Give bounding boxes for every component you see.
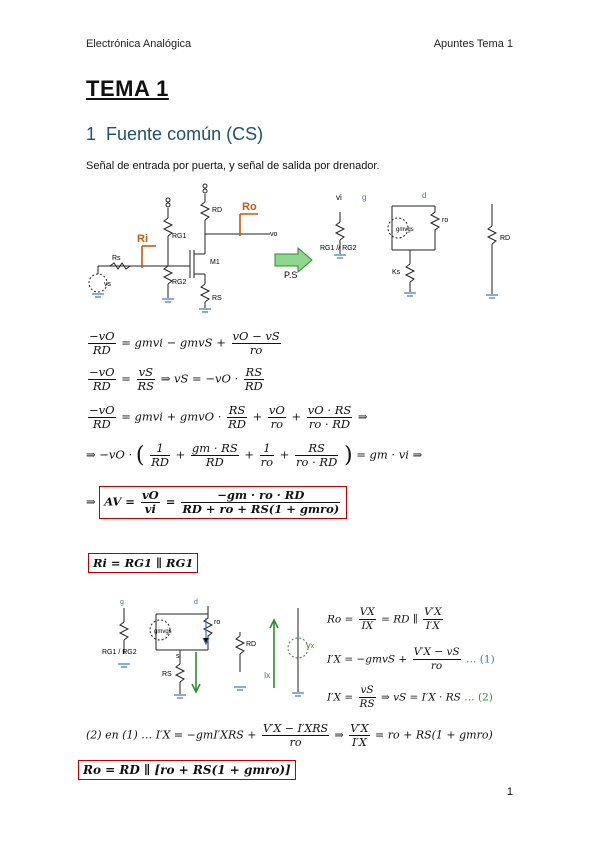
label-ks: Ks: [392, 269, 401, 276]
label-gmvgs3: gmvgs: [154, 629, 172, 635]
label-g3: g: [120, 599, 124, 606]
label-ro: Ro: [242, 201, 257, 213]
label-g: g: [362, 193, 366, 202]
ri-result-box: Ri = RG1 ∥ RG1: [88, 553, 199, 573]
label-ix: Ix: [264, 671, 270, 680]
intro-text: Señal de entrada por puerta, y señal de …: [86, 160, 380, 172]
tag-1: … (1): [465, 653, 495, 666]
label-rsig: Rs: [112, 255, 121, 262]
circuit-diagram-ro: g d RG1 / RG2 gmvgs ro s RS RD Ix Vx: [102, 599, 315, 699]
arrow-right-icon: [274, 246, 313, 274]
section-number: 1: [86, 124, 97, 144]
label-d: d: [422, 191, 426, 200]
label-vs: vs: [104, 281, 112, 288]
label-m1: M1: [210, 259, 220, 266]
label-gmvgs: gmvgs: [396, 227, 414, 233]
ro-combined-equation: (2) en (1) … I′X = −gmI′XRS + V′X − I′XR…: [86, 722, 493, 749]
label-ri: Ri: [137, 233, 148, 245]
label-rg3: RG1 / RG2: [102, 649, 137, 656]
header-left: Electrónica Analógica: [86, 38, 192, 50]
label-rs: RS: [212, 295, 222, 302]
page-title: TEMA 1: [86, 76, 169, 101]
section-heading: 1 Fuente común (CS): [86, 124, 263, 145]
label-s3: s: [176, 653, 180, 660]
label-vo: vo: [270, 231, 278, 238]
section-title: Fuente común (CS): [106, 124, 264, 144]
label-rg-parallel: RG1 // RG2: [320, 245, 357, 252]
label-rg2: RG2: [172, 279, 187, 286]
page-number: 1: [506, 786, 513, 798]
label-ps: P.S: [284, 270, 297, 280]
label-ro3: ro: [214, 619, 220, 626]
label-rg1: RG1: [172, 233, 187, 240]
circuit-diagram-cs: Ri Ro RG1 RG2 RS RD Rs vs M1 vo P.S vi g…: [88, 183, 510, 313]
label-vi: vi: [336, 193, 342, 202]
header-right: Apuntes Tema 1: [433, 38, 513, 50]
label-rd3: RD: [246, 641, 256, 648]
label-rd-eq: RD: [500, 235, 510, 242]
label-vx: Vx: [306, 643, 315, 650]
label-d3: d: [194, 599, 198, 606]
label-ro-eq: ro: [442, 217, 448, 224]
label-rd: RD: [212, 207, 222, 214]
ro-result-box: Ro = RD ∥ [ro + RS(1 + gmro)]: [78, 760, 296, 780]
tag-2: … (2): [464, 691, 493, 704]
label-rs3: RS: [162, 671, 172, 678]
